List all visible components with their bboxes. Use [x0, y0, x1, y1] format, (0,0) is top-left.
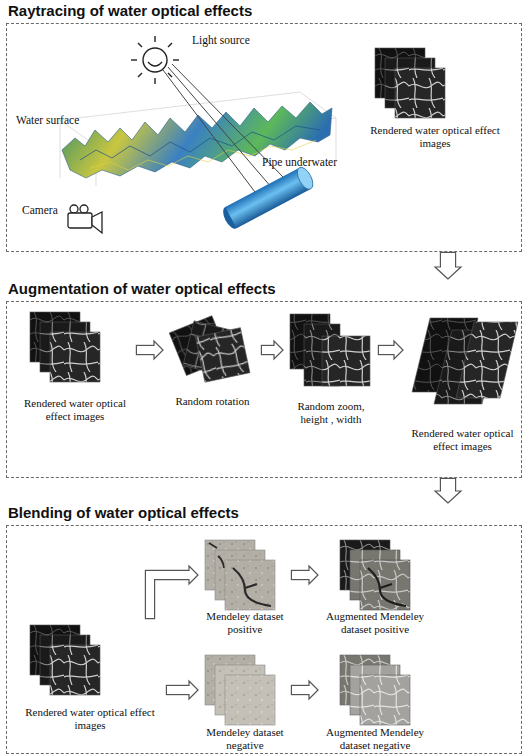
image-caption: Mendeley dataset positive [200, 610, 290, 636]
image-stack-node: Rendered water optical effect images [15, 308, 135, 423]
arrow-outline [261, 345, 274, 355]
arrow-outline [136, 345, 154, 355]
caption-block: Augmented Mendeley dataset positive [320, 610, 430, 636]
arrow-body [379, 346, 396, 354]
arrow-body [167, 686, 191, 694]
image-caption: Augmented Mendeley dataset positive [320, 610, 430, 636]
arrow-head [435, 491, 461, 503]
caption-block: Mendeley dataset positive [200, 610, 290, 636]
skewed-stack [412, 318, 518, 404]
image-caption: Augmented Mendeley dataset negative [320, 726, 430, 752]
image-caption: Rendered water optical effect images [15, 706, 165, 732]
illustration-label: Water surface [16, 114, 79, 127]
image-stack-node: Rendered water optical effect images [360, 45, 510, 150]
image-caption: Rendered water optical effect images [360, 124, 510, 150]
image-stack [375, 48, 445, 118]
arrow-head [435, 267, 461, 279]
arrow-body [262, 346, 276, 354]
arrow-body [292, 571, 311, 579]
illustration-label: Camera [22, 204, 58, 217]
arrow-head [154, 341, 163, 359]
arrow-body [137, 346, 156, 354]
sun-icon [131, 36, 179, 84]
image-stack [30, 625, 100, 695]
camera-icon [68, 205, 102, 233]
hollow-arrow [150, 566, 198, 619]
arrow-head [189, 566, 198, 584]
augmented-crack-stack [340, 540, 410, 610]
hollow-arrow [261, 341, 283, 359]
augmented-concrete-stack [340, 655, 410, 725]
concrete-stack [205, 655, 275, 725]
hollow-arrow [378, 341, 403, 359]
image-stack-node: Augmented Mendeley dataset positive [320, 536, 430, 636]
arrow-outline [291, 570, 309, 580]
arrow-head [274, 341, 283, 359]
image-stack-node: Rendered water optical effect images [15, 620, 165, 732]
image-stack-node: Rendered water optical effect images [405, 308, 520, 453]
arrow-outline [440, 478, 456, 491]
zoomed-stack [290, 314, 370, 386]
arrow-outline [150, 575, 189, 619]
image-stack-node: Random rotation [165, 308, 260, 408]
arrow-outline [440, 252, 456, 267]
rotated-stack [169, 316, 250, 383]
arrow-body [292, 686, 311, 694]
hollow-arrow [136, 341, 163, 359]
image-stack-node: Augmented Mendeley dataset negative [320, 652, 430, 752]
image-caption: Random zoom, height , width [285, 400, 377, 426]
arrow-head [394, 341, 403, 359]
image-caption: Mendeley dataset negative [200, 726, 290, 752]
section-panel: Augmentation of water optical effectsRen… [6, 280, 522, 478]
hollow-arrow [291, 681, 318, 699]
illustration-label: Pipe underwater [262, 156, 337, 169]
hollow-arrow [291, 566, 318, 584]
arrow-head [189, 681, 198, 699]
hollow-arrow [435, 252, 461, 279]
caption-block: Rendered water optical effect images [15, 706, 165, 732]
section-heading: Blending of water optical effects [8, 504, 239, 522]
arrow-head [309, 681, 318, 699]
caption-block: Rendered water optical effect images [405, 427, 520, 453]
image-stack [30, 312, 100, 382]
hollow-arrow [435, 478, 461, 503]
crack-stack [205, 540, 275, 610]
section-heading: Raytracing of water optical effects [8, 2, 252, 20]
caption-block: Random rotation [165, 395, 260, 408]
image-caption: Rendered water optical effect images [405, 427, 520, 453]
arrow-outline [166, 685, 189, 695]
image-caption: Random rotation [165, 395, 260, 408]
arrow-outline [378, 345, 394, 355]
caption-block: Rendered water optical effect images [360, 124, 510, 150]
caption-block: Mendeley dataset negative [200, 726, 290, 752]
section-panel: Raytracing of water optical effectsRende… [6, 2, 522, 252]
illustration-label: Light source [192, 34, 250, 47]
arrow-body [441, 253, 455, 269]
arrow-outline [291, 685, 309, 695]
image-stack-node: Random zoom, height , width [285, 308, 377, 426]
section-heading: Augmentation of water optical effects [8, 280, 276, 298]
arrow-body [441, 479, 455, 493]
caption-block: Augmented Mendeley dataset negative [320, 726, 430, 752]
image-stack-node: Mendeley dataset positive [200, 536, 290, 636]
caption-block: Rendered water optical effect images [15, 397, 135, 423]
image-stack-node: Mendeley dataset negative [200, 652, 290, 752]
arrow-body [150, 575, 191, 618]
light-rays [163, 64, 286, 196]
image-caption: Rendered water optical effect images [15, 397, 135, 423]
section-panel: Blending of water optical effectsRendere… [6, 504, 522, 754]
pipe-underwater [220, 165, 316, 231]
hollow-arrow [166, 681, 198, 699]
arrow-head [309, 566, 318, 584]
caption-block: Random zoom, height , width [285, 400, 377, 426]
